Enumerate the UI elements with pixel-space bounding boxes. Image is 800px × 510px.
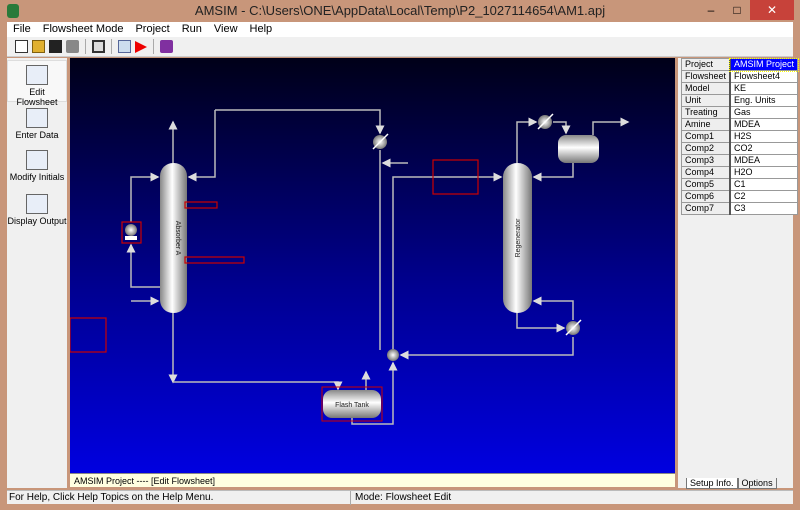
reboiler-icon[interactable] <box>565 319 582 336</box>
setup-key: Comp5 <box>681 178 732 191</box>
setup-key: Project <box>681 58 732 71</box>
mode-panel: Edit Flowsheet Enter Data Modify Initial… <box>7 58 67 488</box>
selection-boxes <box>70 159 479 353</box>
setup-key: Amine <box>681 118 732 131</box>
menu-help[interactable]: Help <box>249 23 273 35</box>
display-output-icon <box>26 194 48 214</box>
title-bar: AMSIM - C:\Users\ONE\AppData\Local\Temp\… <box>0 0 800 22</box>
save-icon[interactable] <box>49 40 62 53</box>
setup-value[interactable]: C1 <box>729 178 799 191</box>
edit-flowsheet-button[interactable]: Edit Flowsheet <box>7 60 67 107</box>
absorber-column[interactable]: Absorber A <box>160 163 187 313</box>
setup-value[interactable]: H2S <box>729 130 799 143</box>
flowsheet-diagram[interactable]: Absorber A Regenerator Flash Tank <box>70 58 675 473</box>
setup-value[interactable]: AMSIM Project <box>729 57 799 72</box>
regenerator-column[interactable]: Regenerator <box>503 163 532 313</box>
open-icon[interactable] <box>32 40 45 53</box>
setup-key: Flowsheet <box>681 70 732 83</box>
setup-value[interactable]: Gas <box>729 106 799 119</box>
app-icon <box>7 4 19 18</box>
absorber-label: Absorber A <box>174 221 181 256</box>
setup-value[interactable]: Eng. Units <box>729 94 799 107</box>
help-status: For Help, Click Help Topics on the Help … <box>9 492 214 503</box>
menu-flowsheet-mode[interactable]: Flowsheet Mode <box>42 23 124 35</box>
lean-rich-exchanger-icon[interactable] <box>387 349 399 361</box>
setup-key: Comp1 <box>681 130 732 143</box>
modify-initials-icon <box>26 150 48 170</box>
calculator-icon[interactable] <box>118 40 131 53</box>
streams <box>126 109 630 425</box>
status-bar: For Help, Click Help Topics on the Help … <box>7 490 793 505</box>
edit-flowsheet-icon <box>26 65 48 85</box>
new-icon[interactable] <box>15 40 28 53</box>
regenerator-label: Regenerator <box>515 218 522 258</box>
print-icon[interactable] <box>66 40 79 53</box>
setup-key: Comp4 <box>681 166 732 179</box>
columns-icon[interactable] <box>92 40 105 53</box>
close-button[interactable]: ✕ <box>750 0 794 20</box>
setup-key: Comp6 <box>681 190 732 203</box>
minimize-button[interactable]: – <box>707 3 715 17</box>
window-title: AMSIM - C:\Users\ONE\AppData\Local\Temp\… <box>194 3 606 18</box>
setup-key: Model <box>681 82 732 95</box>
setup-value[interactable]: H2O <box>729 166 799 179</box>
flash-tank-label: Flash Tank <box>335 402 369 409</box>
setup-value[interactable]: CO2 <box>729 142 799 155</box>
setup-value[interactable]: MDEA <box>729 118 799 131</box>
mode-status: Mode: Flowsheet Edit <box>350 491 451 505</box>
run-icon[interactable] <box>135 40 147 53</box>
menu-bar: File Flowsheet Mode Project Run View Hel… <box>7 22 793 37</box>
tab-options[interactable]: Options <box>737 478 777 489</box>
setup-value[interactable]: KE <box>729 82 799 95</box>
help-book-icon[interactable] <box>160 40 173 53</box>
pump[interactable] <box>121 221 142 244</box>
flowsheet-canvas[interactable]: Absorber A Regenerator Flash Tank <box>70 58 675 473</box>
heat-exchanger-icon[interactable] <box>372 133 389 150</box>
setup-value[interactable]: C2 <box>729 190 799 203</box>
setup-value[interactable]: MDEA <box>729 154 799 167</box>
modify-initials-button[interactable]: Modify Initials <box>7 146 67 182</box>
tab-setup-info[interactable]: Setup Info. <box>686 478 738 489</box>
condenser-icon[interactable] <box>537 113 554 130</box>
canvas-status: AMSIM Project ---- [Edit Flowsheet] <box>70 473 675 487</box>
menu-run[interactable]: Run <box>181 23 202 35</box>
setup-key: Comp3 <box>681 154 732 167</box>
maximize-button[interactable]: □ <box>733 3 741 17</box>
flash-tank[interactable]: Flash Tank <box>321 386 383 422</box>
setup-key: Treating <box>681 106 732 119</box>
setup-key: Comp7 <box>681 202 732 215</box>
menu-project[interactable]: Project <box>135 23 170 35</box>
setup-value[interactable]: Flowsheet4 <box>729 70 799 83</box>
enter-data-icon <box>26 108 48 128</box>
menu-file[interactable]: File <box>13 23 31 35</box>
display-output-button[interactable]: Display Output <box>7 190 67 226</box>
setup-key: Comp2 <box>681 142 732 155</box>
toolbar <box>7 37 793 57</box>
setup-key: Unit <box>681 94 732 107</box>
enter-data-button[interactable]: Enter Data <box>7 104 67 140</box>
setup-value[interactable]: C3 <box>729 202 799 215</box>
menu-view[interactable]: View <box>213 23 238 35</box>
reflux-drum[interactable] <box>558 135 599 163</box>
